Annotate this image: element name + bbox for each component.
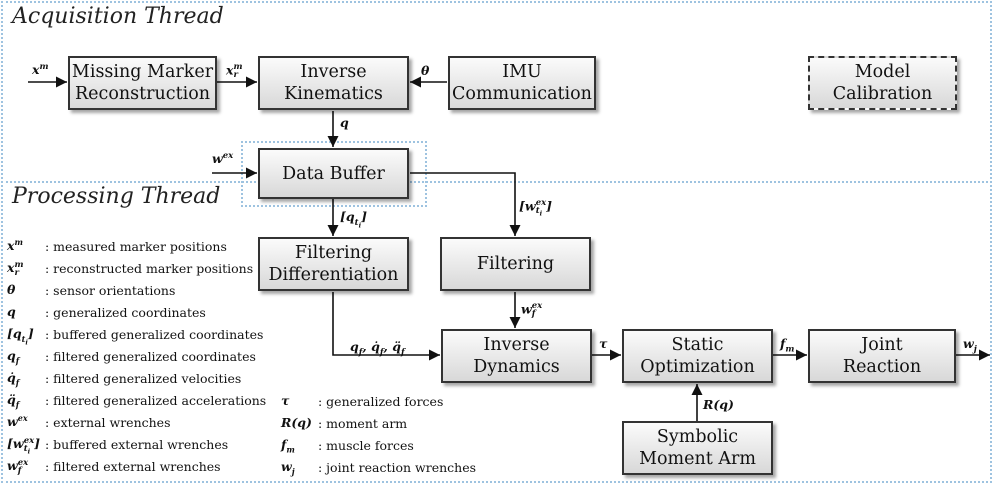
legend-description: : filtered generalized coordinates [45,349,256,364]
signal-label-tau: τ [599,336,608,351]
legend-symbol: wj [281,459,295,477]
legend-description: : filtered external wrenches [45,459,221,474]
arrow-w-ti-ex [410,172,521,236]
legend-description: : reconstructed marker positions [45,261,254,276]
legend-symbol: xm [7,236,23,253]
legend-symbol: fm [281,437,295,455]
legend-description: : measured marker positions [45,239,227,254]
legend-description: : filtered generalized velocities [45,371,242,386]
processing-thread-title: Processing Thread [12,184,221,209]
legend-description: : buffered generalized coordinates [45,327,264,342]
data-buffer-block: Data Buffer [258,148,409,199]
signal-label-f-m: fm [780,336,795,355]
signal-label-x-m: xm [32,61,49,77]
legend-symbol: R(q) [281,415,312,430]
filtering-block: Filtering [440,237,591,291]
legend-symbol: [qti] [7,326,34,347]
legend-symbol: τ [281,393,290,408]
legend-description: : filtered generalized accelerations [45,393,267,408]
arrow-q-f-set [332,292,440,361]
legend-symbol: q [7,304,16,319]
legend-description: : muscle forces [318,438,414,453]
signal-label-R-q: R(q) [703,397,734,412]
legend-description: : generalized coordinates [45,305,206,320]
legend-symbol: q̈f [7,392,20,410]
legend-description: : joint reaction wrenches [318,460,477,475]
signal-label-w-j: wj [963,336,977,355]
processing-thread-region [1,181,992,483]
signal-label-w-ex: wex [212,150,234,166]
signal-label-q: q [340,115,349,130]
legend-description: : external wrenches [45,415,171,430]
legend-description: : moment arm [318,416,408,431]
legend-symbol: θ [7,282,16,297]
legend-description: : sensor orientations [45,283,176,298]
acquisition-thread-title: Acquisition Thread [12,4,224,29]
legend-symbol: wex [7,412,28,429]
legend-symbol: qf [7,348,20,366]
signal-label-q-ti: [qti] [340,209,367,230]
signal-label-q-f-set: qf, q̇f, q̈f [350,339,405,358]
legend-description: : buffered external wrenches [45,437,229,452]
signal-label-theta: θ [421,63,430,78]
legend-symbol: q̇f [7,370,20,388]
legend-description: : generalized forces [318,394,444,409]
